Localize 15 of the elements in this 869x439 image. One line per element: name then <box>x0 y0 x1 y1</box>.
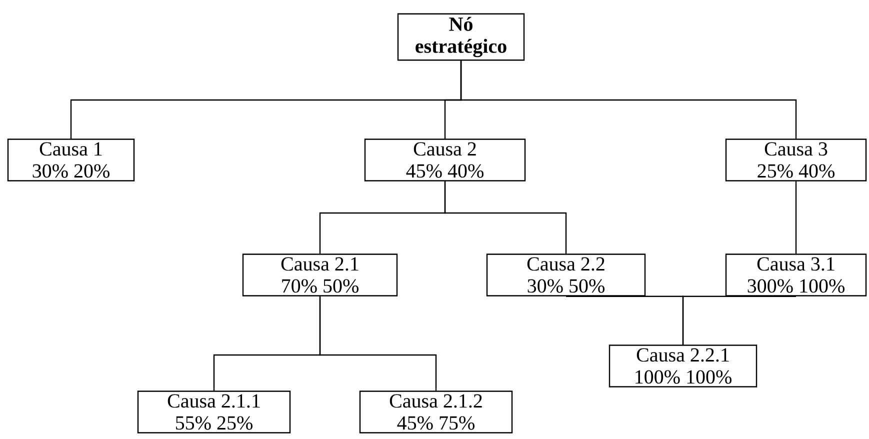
cause-box: Causa 2.1.1 55% 25% <box>137 390 291 434</box>
cause-box: Causa 2.1.2 45% 75% <box>359 390 513 434</box>
connector-line <box>444 181 567 254</box>
cause-box: Causa 2.1 70% 50% <box>242 254 398 296</box>
cause-box: Causa 1 30% 20% <box>7 138 135 182</box>
connector-line <box>319 296 437 391</box>
cause-box: Causa 2 45% 40% <box>364 138 526 182</box>
cause-box: Causa 3.1 300% 100% <box>725 254 867 296</box>
connector-line <box>795 181 797 254</box>
cause-box: Causa 2.2 30% 50% <box>486 254 646 296</box>
cause-box: Nó estratégico <box>397 13 525 61</box>
cause-box: Causa 3 25% 40% <box>725 138 867 182</box>
cause-box: Causa 2.2.1 100% 100% <box>608 344 758 388</box>
connector-line <box>460 60 797 139</box>
connector-line <box>682 296 796 345</box>
